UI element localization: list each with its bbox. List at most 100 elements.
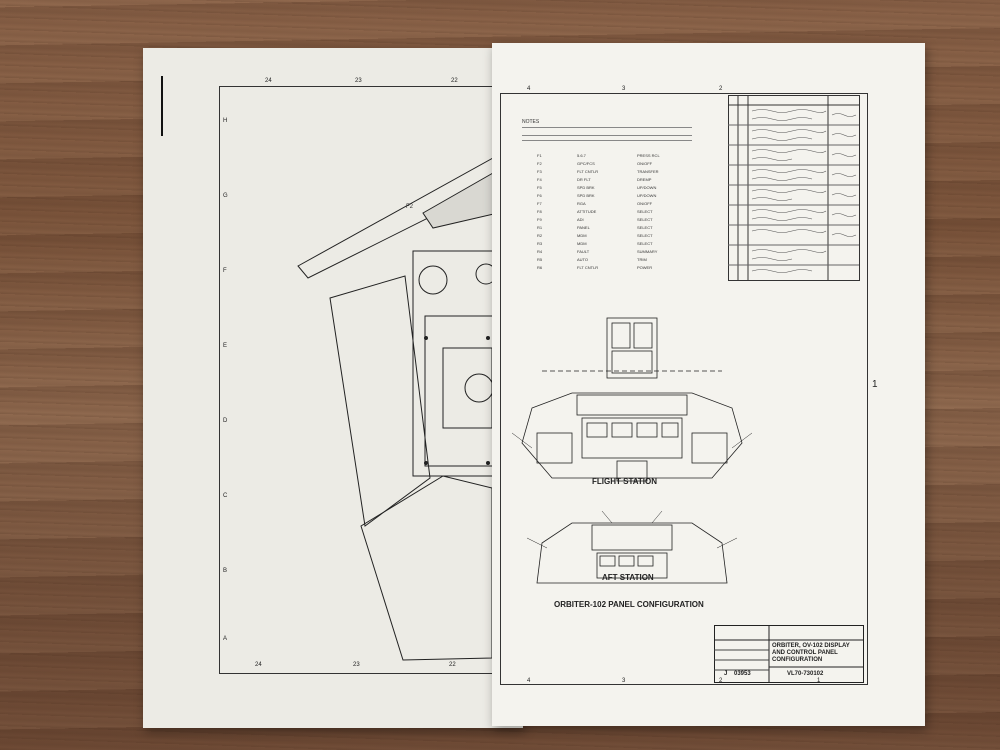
flight-station-label: FLIGHT STATION	[592, 477, 658, 486]
right-top-tick: 2	[719, 86, 723, 92]
notes-table-cell: ON/OFF	[637, 161, 653, 166]
cage-code: 03953	[734, 671, 751, 677]
left-side-tick: H	[223, 118, 228, 124]
notes-table-row: F2 GPC/FCS ON/OFF	[527, 161, 727, 169]
notes-table-cell: FLT CNTLR	[577, 169, 599, 174]
notes-table-row: F1 5.6.7 PRESS RCL	[527, 153, 727, 161]
notes-table-cell: SELECT	[637, 217, 653, 222]
notes-table-cell: MDM	[577, 233, 587, 238]
notes-table-cell: PANEL	[577, 225, 590, 230]
notes-table-cell: R5	[537, 257, 543, 262]
right-bottom-tick: 3	[622, 678, 626, 684]
notes-table-cell: TRIM	[637, 257, 647, 262]
notes-table-cell: GPC/FCS	[577, 161, 595, 166]
panel-configuration-title: ORBITER-102 PANEL CONFIGURATION	[554, 600, 704, 609]
notes-table-cell: F4	[537, 177, 542, 182]
drawing-number: VL70-730102	[787, 671, 824, 677]
notes-table-cell: POWER	[637, 265, 653, 270]
right-drawing-frame	[500, 93, 868, 685]
notes-table-cell: ADI	[577, 217, 584, 222]
left-side-tick: C	[223, 493, 228, 499]
notes-heading: NOTES	[522, 119, 540, 125]
notes-table-row: F6 SPD BRK UP/DOWN	[527, 193, 727, 201]
notes-table-cell: AUTO	[577, 257, 589, 262]
left-bottom-tick: 24	[255, 662, 262, 668]
notes-table-cell: R6	[537, 265, 543, 270]
left-drawing-sheet: 24 23 22 24 23 22 H G F E D C B A	[143, 48, 523, 728]
left-top-tick: 24	[265, 78, 272, 84]
aft-station-label: AFT STATION	[602, 573, 654, 582]
notes-table-cell: F1	[537, 153, 542, 158]
notes-table-cell: ON/OFF	[637, 201, 653, 206]
notes-table-row: R2 MDM SELECT	[527, 233, 727, 241]
binding-mark	[161, 76, 163, 136]
notes-table-cell: R2	[537, 233, 543, 238]
flight-station-diagram	[512, 317, 753, 584]
notes-table-cell: F9	[537, 217, 542, 222]
notes-table-cell: SELECT	[637, 209, 653, 214]
notes-table-cell: DR FLT	[577, 177, 591, 182]
size-letter: J	[724, 671, 728, 677]
panel-label: F2	[406, 204, 414, 210]
title-line-3: CONFIGURATION	[772, 657, 823, 663]
notes-table-cell: MDM	[577, 241, 587, 246]
left-side-tick: D	[223, 418, 228, 424]
notes-table-row: R1 PANEL SELECT	[527, 225, 727, 233]
left-bottom-tick: 22	[449, 662, 456, 668]
notes-table-cell: UP/DOWN	[637, 185, 657, 190]
right-top-tick: 4	[527, 86, 531, 92]
notes-table-row: R3 MDM SELECT	[527, 241, 727, 249]
notes-table-cell: FLT CNTLR	[577, 265, 599, 270]
left-side-tick: A	[223, 636, 228, 642]
right-drawing-sheet: 4 3 2 4 3 2 1 1 NOTES F1 5.6.7 PRESS RCL F2…	[492, 43, 925, 726]
right-bottom-tick: 2	[719, 678, 723, 684]
notes-table-cell: TRANSFER	[637, 169, 659, 174]
notes-table-row: F5 SPD BRK UP/DOWN	[527, 185, 727, 193]
notes-table-cell: UP/DOWN	[637, 193, 657, 198]
right-top-tick: 3	[622, 86, 626, 92]
left-side-tick: G	[223, 193, 228, 199]
notes-table-cell: F5	[537, 185, 542, 190]
notes-table-cell: 5.6.7	[577, 153, 586, 158]
left-side-tick: E	[223, 343, 228, 349]
revision-block	[728, 95, 860, 281]
notes-table-cell: FAULT	[577, 249, 590, 254]
notes-table-cell: SPD BRK	[577, 193, 595, 198]
notes-table-cell: SPD BRK	[577, 185, 595, 190]
notes-table-cell: R4	[537, 249, 543, 254]
notes-table-cell: DREMP	[637, 177, 652, 182]
notes-table-cell: SELECT	[637, 225, 653, 230]
notes-table-cell: SELECT	[637, 241, 653, 246]
title-block-frame	[714, 625, 864, 683]
notes-table-cell: F2	[537, 161, 542, 166]
left-top-tick: 22	[451, 78, 458, 84]
notes-table-row: R6 FLT CNTLR POWER	[527, 265, 727, 273]
notes-table-cell: F7	[537, 201, 542, 206]
notes-table-row: F7 RGA ON/OFF	[527, 201, 727, 209]
notes-table-cell: RGA	[577, 201, 586, 206]
notes-table-cell: F8	[537, 209, 542, 214]
notes-table-cell: SELECT	[637, 233, 653, 238]
notes-table-row: F3 FLT CNTLR TRANSFER	[527, 169, 727, 177]
notes-table-row: F8 ATTITUDE SELECT	[527, 209, 727, 217]
title-line-1: ORBITER, OV-102 DISPLAY	[772, 643, 850, 649]
notes-table-cell: F6	[537, 193, 542, 198]
right-bottom-tick: 1	[817, 678, 821, 684]
notes-table-cell: PRESS RCL	[637, 153, 660, 158]
title-line-2: AND CONTROL PANEL	[772, 650, 838, 656]
right-bottom-tick: 4	[527, 678, 531, 684]
notes-table-row: R5 AUTO TRIM	[527, 257, 727, 265]
left-bottom-tick: 23	[353, 662, 360, 668]
left-top-tick: 23	[355, 78, 362, 84]
right-edge-number: 1	[872, 379, 878, 390]
notes-table-row: R4 FAULT SUMMARY	[527, 249, 727, 257]
notes-table-row: F9 ADI SELECT	[527, 217, 727, 225]
panel-outline-drawing	[297, 157, 499, 661]
notes-table-cell: R3	[537, 241, 543, 246]
notes-table-cell: ATTITUDE	[577, 209, 597, 214]
notes-table-cell: F3	[537, 169, 542, 174]
notes-table-cell: SUMMARY	[637, 249, 658, 254]
left-side-tick: B	[223, 568, 228, 574]
notes-table-row: F4 DR FLT DREMP	[527, 177, 727, 185]
notes-table-cell: R1	[537, 225, 543, 230]
